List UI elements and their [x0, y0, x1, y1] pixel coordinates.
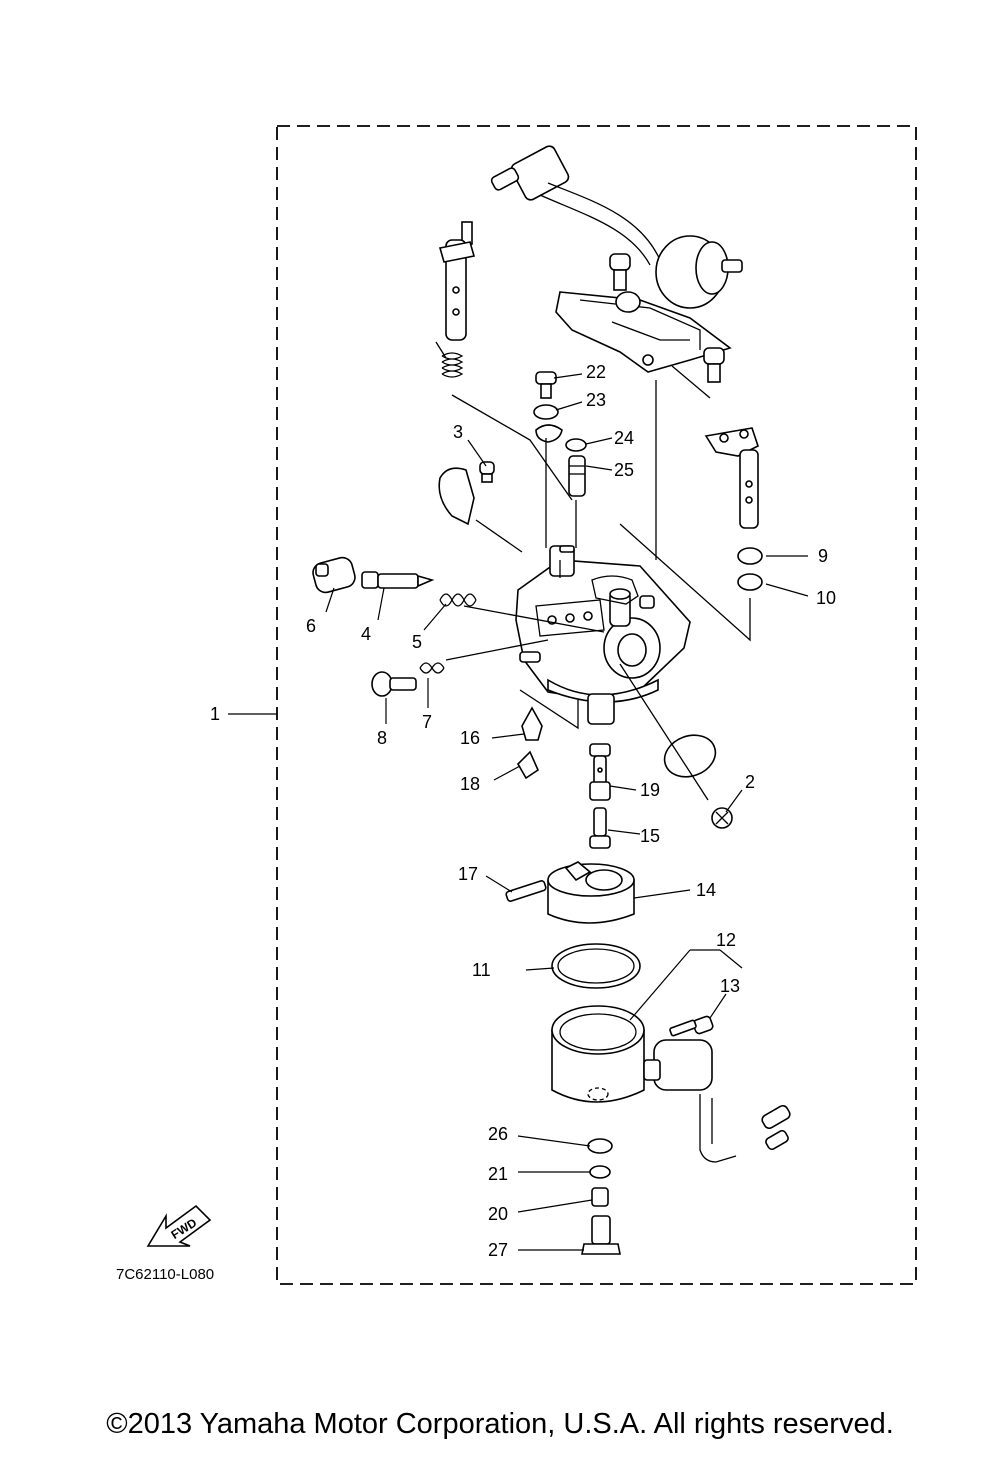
callout-20: 20: [488, 1204, 508, 1224]
callout-24: 24: [614, 428, 634, 448]
gasket-11: [551, 943, 641, 989]
callout-11: 11: [472, 960, 491, 980]
pilot-screw-4: [361, 571, 435, 589]
callout-23: 23: [586, 390, 606, 410]
callout-19: 19: [640, 780, 660, 800]
float-pin-17: [505, 880, 547, 902]
float-bowl-12: [551, 1005, 791, 1163]
spring-7: [419, 662, 445, 674]
cap-6: [312, 556, 356, 594]
screw-13: [669, 1015, 714, 1037]
plate: [535, 424, 563, 443]
choke-shaft: [704, 427, 759, 529]
cover-plate: [438, 467, 475, 526]
callout-16: 16: [460, 728, 480, 748]
emulsion-tube-19: [589, 743, 611, 801]
gasket-2: [663, 734, 717, 778]
callout-5: 5: [412, 632, 422, 652]
throttle-shaft: [438, 221, 476, 341]
screw-2: [711, 807, 733, 829]
main-jet-15: [589, 807, 611, 849]
clip-18: [517, 750, 540, 780]
seal-9: [737, 547, 763, 565]
copyright-notice: ©2013 Yamaha Motor Corporation, U.S.A. A…: [106, 1408, 894, 1440]
callout-22: 22: [586, 362, 606, 382]
bracket-screw-top: [609, 253, 631, 291]
callout-6: 6: [306, 616, 316, 636]
spring-5: [439, 593, 477, 607]
seal-10: [737, 573, 763, 591]
callout-labels: 1 2 3 4 5 6 7 8 9 10 11 12 13 14 15 16 1…: [210, 362, 836, 1260]
choke-solenoid-assembly: [490, 145, 743, 383]
callout-10: 10: [816, 588, 836, 608]
o-ring-21: [589, 1165, 611, 1179]
throttle-spring: [435, 341, 464, 378]
callout-27: 27: [488, 1240, 508, 1260]
callout-3: 3: [453, 422, 463, 442]
callout-14: 14: [696, 880, 716, 900]
callout-leaders: [228, 373, 809, 1251]
callout-4: 4: [361, 624, 371, 644]
callout-17: 17: [458, 864, 478, 884]
callout-1: 1: [210, 704, 220, 724]
callout-7: 7: [422, 712, 432, 732]
fwd-arrow-icon: FWD: [146, 1204, 212, 1247]
needle-valve-16: [521, 706, 543, 741]
screw-3: [479, 461, 495, 483]
carburetor-body: [515, 545, 691, 725]
gasket-26: [587, 1138, 613, 1154]
drain-bolt-27: [581, 1215, 621, 1255]
screw-22: [535, 371, 557, 399]
callout-26: 26: [488, 1124, 508, 1144]
callout-2: 2: [745, 772, 755, 792]
callout-9: 9: [818, 546, 828, 566]
drain-screw-20: [591, 1187, 609, 1207]
float-14: [547, 861, 635, 924]
callout-12: 12: [716, 930, 736, 950]
pilot-jet-25: [568, 455, 586, 497]
bracket-screw-right: [703, 347, 725, 383]
callout-18: 18: [460, 774, 480, 794]
callout-15: 15: [640, 826, 660, 846]
callout-13: 13: [720, 976, 740, 996]
screw-8: [371, 671, 417, 697]
diagram-code: 7C62110-L080: [116, 1266, 215, 1283]
callout-8: 8: [377, 728, 387, 748]
washer-23: [533, 404, 559, 420]
callout-25: 25: [614, 460, 634, 480]
o-ring-24: [565, 438, 587, 452]
assembly-lines: [445, 365, 751, 801]
callout-21: 21: [488, 1164, 508, 1184]
